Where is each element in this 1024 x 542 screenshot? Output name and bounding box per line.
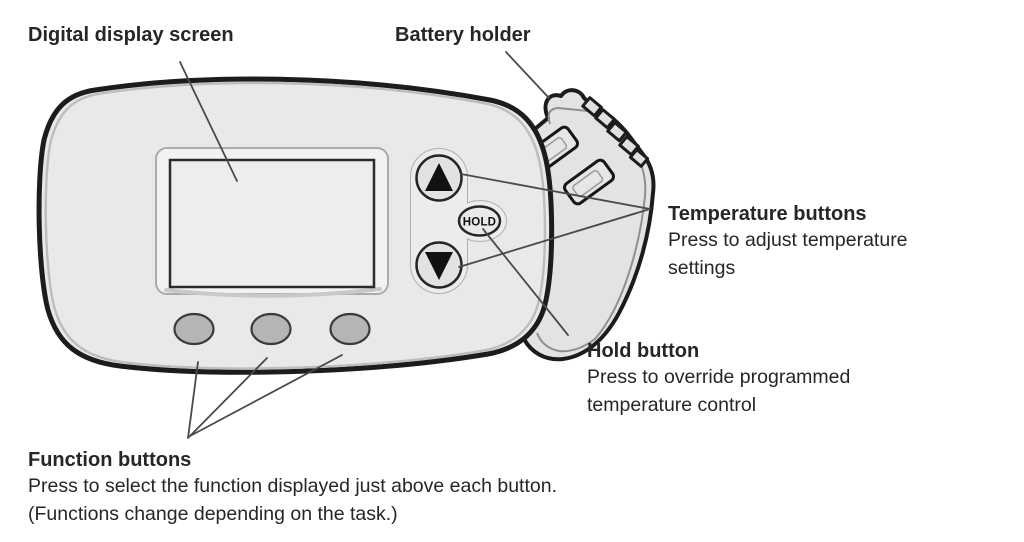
- function-callout: Function buttons Press to select the fun…: [28, 447, 557, 528]
- callout-line-temp-down: [458, 208, 651, 268]
- hold-callout-title: Hold button: [587, 340, 700, 362]
- callout-line-hold: [482, 228, 569, 336]
- callout-line-display: [179, 61, 238, 182]
- function-callout-line: (Functions change depending on the task.…: [28, 502, 398, 525]
- function-button-2: [250, 312, 292, 346]
- callout-lines: [179, 51, 651, 439]
- function-callout-title: Function buttons: [28, 449, 192, 471]
- temperature-callout-title: Temperature buttons: [668, 203, 867, 225]
- display-callout-title: Digital display screen: [28, 24, 234, 46]
- hold-callout: Hold button Press to override programmed…: [587, 338, 850, 419]
- temperature-button-cluster: HOLD: [410, 148, 507, 294]
- temperature-callout-line: Press to adjust temperature: [668, 229, 908, 251]
- hold-callout-line: temperature control: [587, 393, 757, 416]
- digital-display-screen: [168, 158, 376, 289]
- thermostat-body-bevel: [44, 81, 547, 370]
- callout-line-battery: [505, 51, 550, 99]
- callout-line-temp-up: [460, 173, 651, 210]
- battery-contact-ladder: [581, 96, 650, 168]
- function-callout-line: Press to select the function displayed j…: [28, 475, 557, 497]
- display-callout: Digital display screen: [28, 22, 234, 48]
- temperature-callout-line: settings: [668, 256, 736, 279]
- up-arrow-icon: [425, 163, 453, 191]
- battery-callout: Battery holder: [395, 22, 531, 48]
- hold-callout-line: Press to override programmed: [587, 366, 851, 388]
- down-arrow-icon: [425, 252, 453, 280]
- callout-line-fn-1: [187, 361, 199, 439]
- hold-button: [457, 205, 502, 237]
- function-button-3: [329, 312, 371, 346]
- display-bezel-shade: [164, 287, 382, 298]
- function-buttons: [173, 312, 371, 346]
- callout-line-fn-3: [189, 354, 343, 437]
- temperature-callout: Temperature buttons Press to adjust temp…: [668, 201, 908, 282]
- battery-callout-title: Battery holder: [395, 24, 531, 46]
- hold-button-label: HOLD: [463, 217, 496, 229]
- battery-icon: [563, 158, 615, 206]
- callout-line-fn-2: [188, 357, 268, 438]
- function-button-1: [173, 312, 215, 346]
